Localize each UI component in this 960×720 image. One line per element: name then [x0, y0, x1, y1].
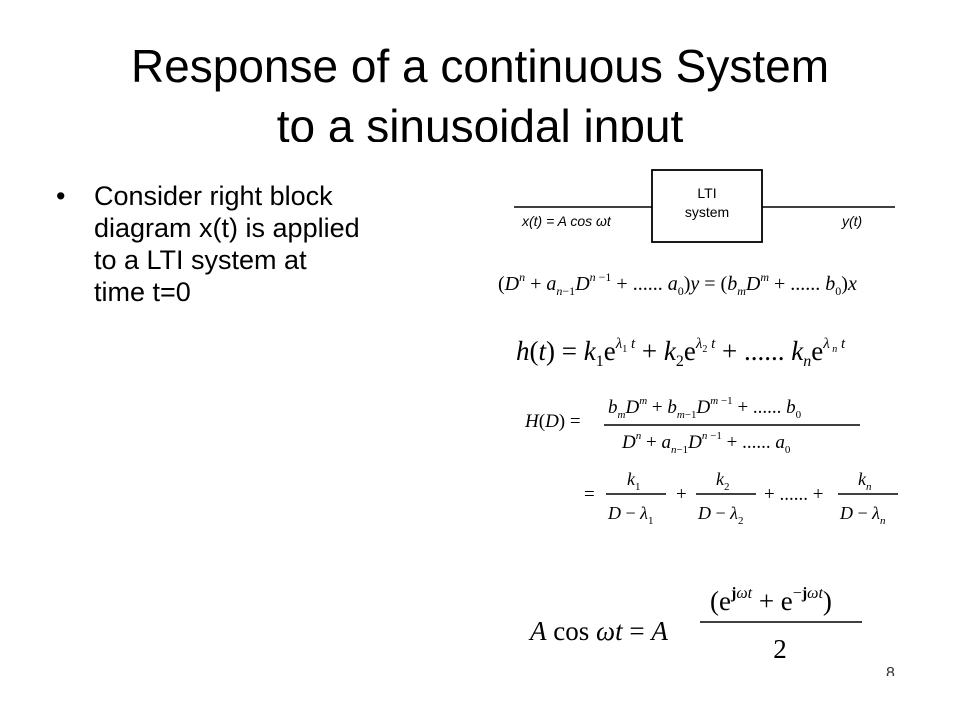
- svg-text:D − λ1: D − λ1: [607, 503, 653, 527]
- svg-text:+: +: [676, 484, 687, 505]
- input-label: x(t) = A cos ωt: [521, 213, 612, 229]
- svg-text:D − λn: D − λn: [839, 503, 886, 527]
- page-number: 8: [886, 666, 895, 676]
- lti-box-label-2: system: [685, 204, 729, 220]
- svg-text:+ ...... +: + ...... +: [764, 484, 823, 505]
- bullet-marker: •: [56, 181, 66, 211]
- svg-text:k1: k1: [627, 469, 641, 493]
- bullet-text: Consider right block diagram x(t) is app…: [94, 180, 474, 308]
- svg-text:H(D) =: H(D) =: [524, 411, 581, 432]
- svg-text:D − λ2: D − λ2: [697, 503, 743, 527]
- svg-text:A cos ωt = A: A cos ωt = A: [528, 616, 668, 646]
- output-label: y(t): [841, 213, 862, 229]
- lti-box-label-1: LTI: [697, 185, 716, 201]
- bullet-line-2: diagram x(t) is applied: [94, 213, 360, 243]
- lti-system-box: [651, 169, 763, 243]
- bullet-line-1: Consider right block: [94, 181, 333, 211]
- svg-text:=: =: [584, 484, 595, 505]
- svg-text:(ejωt + e−jωt): (ejωt + e−jωt): [710, 585, 832, 616]
- svg-text:h(t) = k1eλ1 t + k2eλ2 t + ...: h(t) = k1eλ1 t + k2eλ2 t + ...... kneλ n…: [516, 336, 846, 370]
- svg-text:(Dn + an−1Dn −1 + ...... a0)y: (Dn + an−1Dn −1 + ...... a0)y = (bmDm + …: [498, 270, 857, 298]
- bullet-line-4: time t=0: [94, 277, 191, 307]
- slide-title-line-2: to a sinusoidal input: [276, 100, 684, 142]
- svg-text:k2: k2: [716, 469, 730, 493]
- svg-text:bmDm + bm−1Dm −1 + ...... b0: bmDm + bm−1Dm −1 + ...... b0: [608, 395, 802, 421]
- bullet-line-3: to a LTI system at: [94, 245, 307, 275]
- slide-title-line-1: Response of a continuous System: [130, 40, 830, 92]
- slide-title-line-2-clip: to a sinusoidal input: [0, 98, 960, 142]
- svg-text:2: 2: [773, 634, 787, 664]
- svg-text:Dn + an−1Dn −1 + ...... a0: Dn + an−1Dn −1 + ...... a0: [621, 430, 791, 456]
- svg-text:kn: kn: [858, 469, 872, 493]
